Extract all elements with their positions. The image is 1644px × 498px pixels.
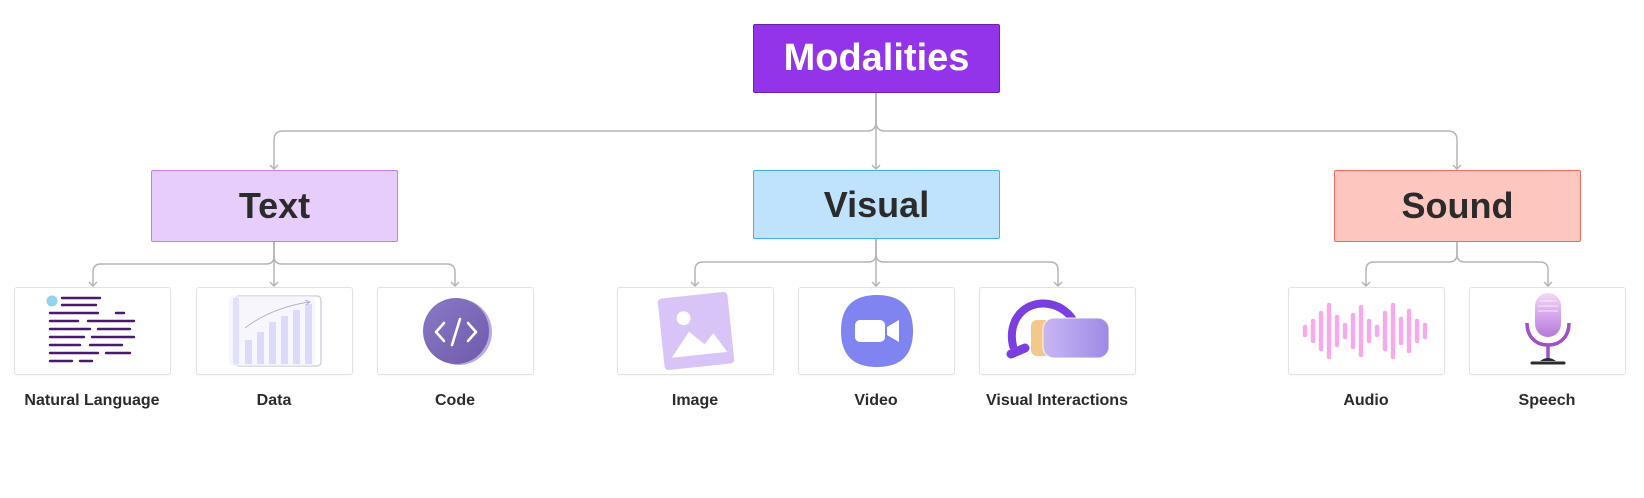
leaf-card-visual-interactions (979, 287, 1136, 375)
video-camera-icon (840, 295, 913, 367)
leaf-card-data (196, 287, 353, 375)
leaf-label-natural-language: Natural Language (24, 392, 160, 409)
category-node-sound: Sound (1334, 170, 1581, 242)
leaf-label-data: Data (256, 392, 292, 409)
audio-waveform-icon (1302, 302, 1427, 360)
natural-language-icon (46, 295, 135, 363)
leaf-card-image (617, 287, 774, 375)
leaf-card-audio (1288, 287, 1445, 375)
category-node-visual: Visual (753, 170, 1000, 239)
leaf-card-speech (1469, 287, 1626, 375)
image-icon (657, 291, 734, 371)
leaf-label-visual-interactions: Visual Interactions (986, 392, 1128, 409)
leaf-card-natural-language (14, 287, 171, 375)
leaf-label-audio: Audio (1343, 392, 1389, 409)
microphone-icon (1524, 293, 1571, 365)
vr-headset-icon (1006, 299, 1110, 359)
leaf-label-speech: Speech (1518, 392, 1576, 409)
leaf-label-code: Code (435, 392, 475, 409)
bar-chart-icon (228, 295, 322, 367)
leaf-card-code (377, 287, 534, 375)
code-icon (422, 298, 492, 365)
leaf-label-video: Video (854, 392, 898, 409)
category-node-text: Text (151, 170, 398, 242)
leaf-card-video (798, 287, 955, 375)
root-node-modalities: Modalities (753, 24, 1000, 93)
leaf-label-image: Image (671, 392, 719, 409)
